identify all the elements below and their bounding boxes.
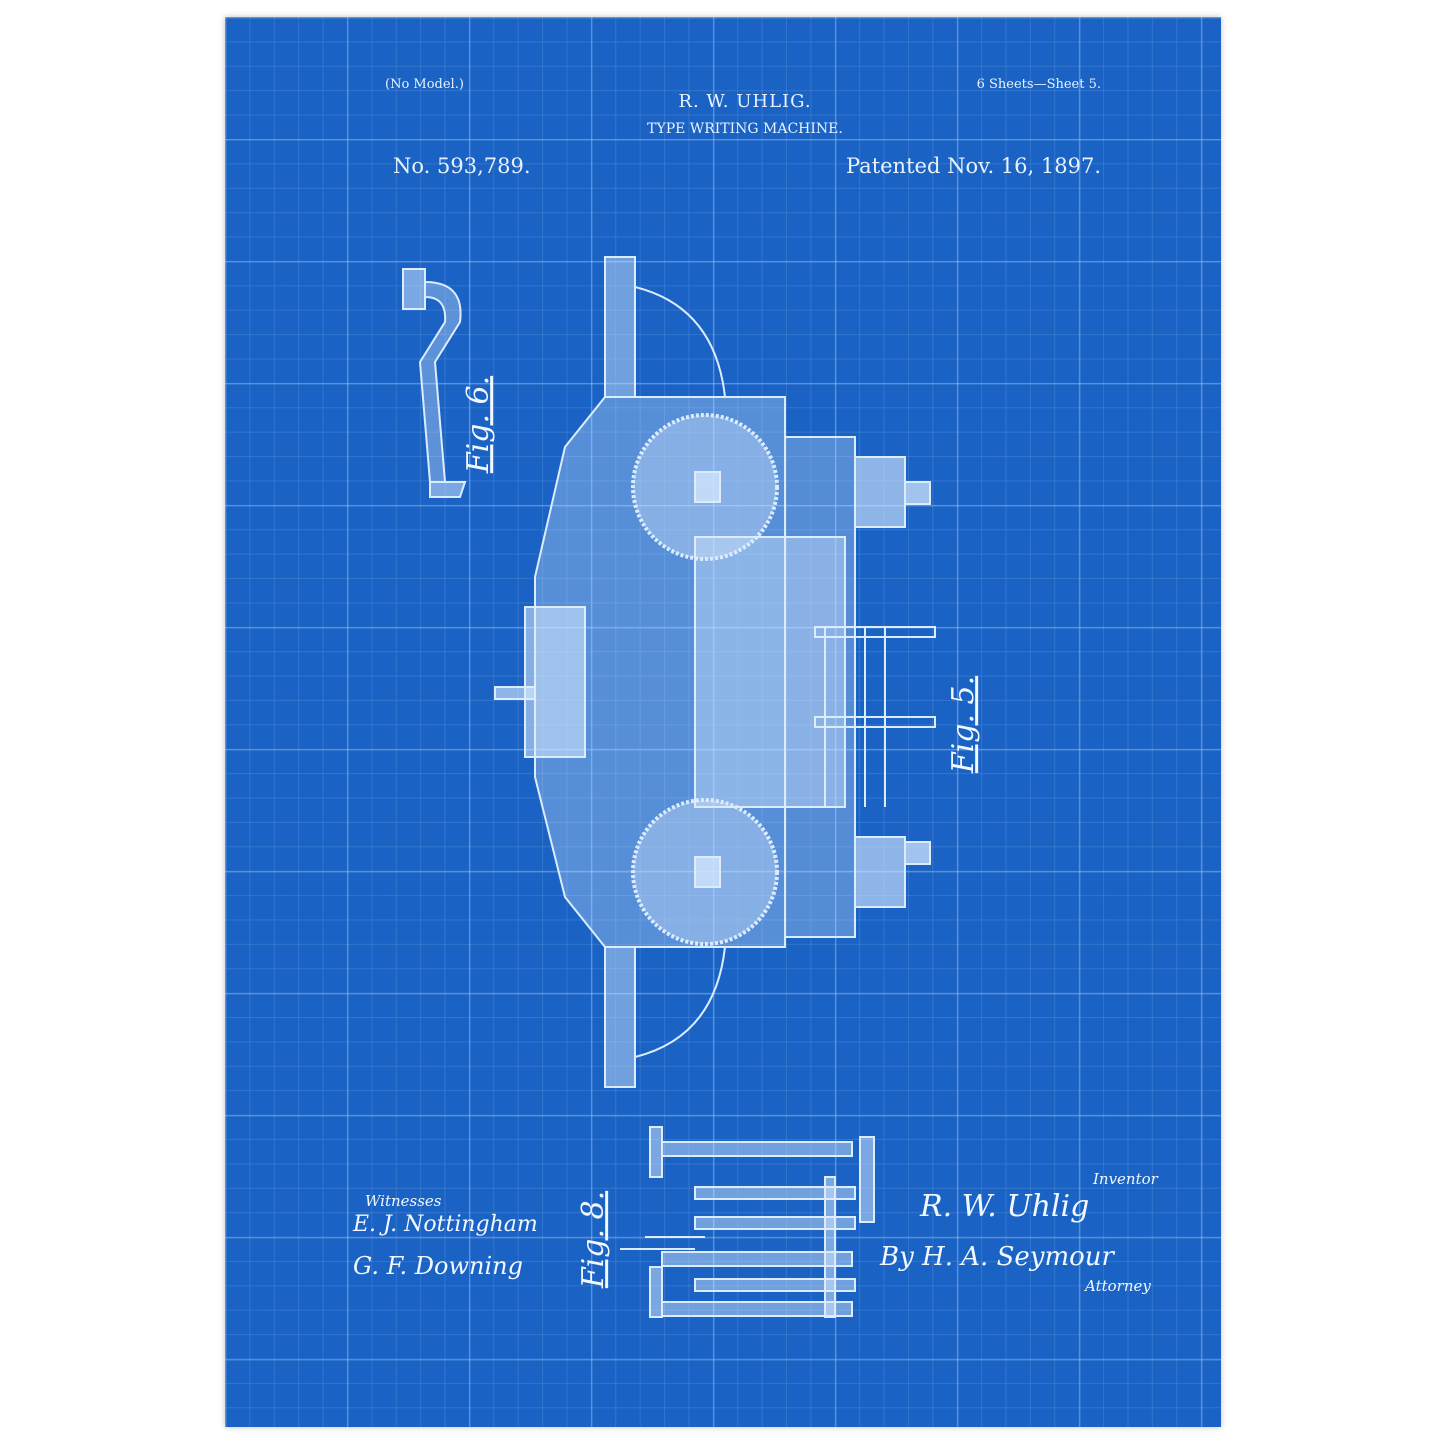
inventor-signature: R. W. Uhlig	[920, 1189, 1090, 1224]
witnesses-label: Witnesses	[365, 1192, 442, 1210]
attorney-label: Attorney	[1085, 1277, 1151, 1295]
patent-drawing	[402, 256, 936, 1318]
figure-6-drawing	[402, 268, 467, 498]
attorney-signature: By H. A. Seymour	[880, 1242, 1114, 1272]
witness-2-signature: G. F. Downing	[353, 1252, 523, 1280]
sheets-note: 6 Sheets—Sheet 5.	[976, 77, 1101, 92]
blueprint-poster: (No Model.) 6 Sheets—Sheet 5. R. W. UHLI…	[225, 17, 1221, 1427]
patent-date: Patented Nov. 16, 1897.	[845, 154, 1101, 178]
inventor-label: Inventor	[1093, 1170, 1158, 1188]
figure-8-drawing	[620, 1126, 875, 1318]
patent-title: TYPE WRITING MACHINE.	[647, 121, 843, 137]
model-note: (No Model.)	[385, 77, 464, 92]
witness-1-signature: E. J. Nottingham	[353, 1212, 538, 1237]
inventor-heading: R. W. UHLIG.	[678, 91, 812, 112]
patent-number: No. 593,789.	[393, 154, 531, 178]
figure-5-drawing	[494, 256, 936, 1088]
